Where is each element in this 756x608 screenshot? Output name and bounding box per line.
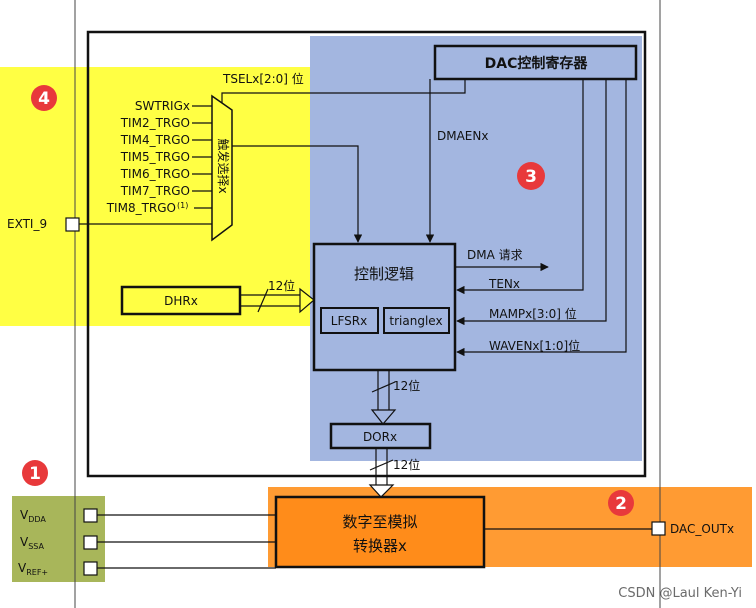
dac-control-register-label: DAC控制寄存器	[485, 55, 589, 72]
ten-line	[456, 79, 584, 295]
dhr-label: DHRx	[164, 294, 198, 308]
mamp-line	[456, 79, 607, 326]
trigger-label: TIM8_TRGO	[106, 201, 176, 215]
lfsr-block	[320, 307, 379, 334]
dmaen-label: DMAENx	[437, 129, 488, 143]
svg-text:1: 1	[29, 464, 41, 484]
dhr-bus-width-label: 12位	[268, 278, 295, 293]
svg-text:4: 4	[38, 89, 50, 109]
dac-converter-block	[274, 495, 486, 569]
logic-bus-width-label: 12位	[393, 378, 420, 393]
dac-out-label: DAC_OUTx	[670, 522, 734, 536]
trigger-mux	[211, 94, 233, 242]
trigger-inputs: SWTRIGx TIM2_TRGO TIM4_TRGO TIM5_TRGO TI…	[106, 99, 212, 215]
badge-4: 4	[31, 85, 57, 111]
vssa-label: VSSA	[20, 535, 45, 551]
control-logic-label: 控制逻辑	[354, 265, 414, 283]
trigger-label: SWTRIGx	[135, 99, 190, 113]
exti-pin-label: EXTI_9	[7, 217, 47, 231]
ten-label: TENx	[488, 277, 520, 291]
dac-control-register	[433, 44, 638, 81]
logic-to-dor-bus	[370, 370, 397, 425]
vdda-label: VDDA	[20, 508, 46, 524]
triangle-block	[383, 307, 450, 334]
dhr-block	[120, 285, 242, 316]
trigger-label: TIM4_TRGO	[120, 133, 190, 147]
dma-request-label: DMA 请求	[467, 248, 523, 262]
dhr-to-logic-bus	[240, 287, 315, 314]
svg-text:2: 2	[615, 494, 627, 514]
badge-1: 1	[22, 460, 48, 486]
trigger-footnote: (1)	[177, 201, 188, 210]
badge-2: 2	[608, 490, 634, 516]
watermark: CSDN @Laul Ken-Yi	[618, 586, 742, 601]
svg-text:3: 3	[525, 167, 537, 187]
dor-block	[329, 422, 432, 450]
dor-to-converter-bus	[368, 448, 395, 498]
wave-label: WAVENx[1:0]位	[489, 338, 580, 353]
trigger-mux-label: 触发选择x	[216, 138, 231, 193]
vref-label: VREF+	[18, 561, 48, 577]
dac-boundary	[86, 30, 647, 478]
converter-label-line2: 转换器x	[353, 537, 407, 555]
converter-label-line1: 数字至模拟	[342, 513, 417, 531]
power-pins: VDDA VSSA VREF+	[18, 508, 276, 577]
trigger-out-line	[232, 145, 363, 243]
dor-label: DORx	[363, 430, 397, 444]
dac-out-pin	[651, 521, 666, 536]
wave-line	[456, 79, 627, 357]
badge-3: 3	[517, 162, 545, 190]
mamp-label: MAMPx[3:0] 位	[489, 306, 577, 321]
dor-bus-width-label: 12位	[393, 457, 420, 472]
trigger-region	[0, 67, 312, 326]
tsel-label: TSELx[2:0] 位	[222, 71, 304, 86]
lfsr-label: LFSRx	[331, 314, 367, 328]
tsel-line	[221, 79, 466, 103]
trigger-label: TIM2_TRGO	[120, 116, 190, 130]
trigger-label: TIM6_TRGO	[120, 167, 190, 181]
trigger-label: TIM5_TRGO	[120, 150, 190, 164]
triangle-label: trianglex	[389, 314, 442, 328]
exti-pin	[65, 217, 80, 232]
trigger-label: TIM7_TRGO	[120, 184, 190, 198]
